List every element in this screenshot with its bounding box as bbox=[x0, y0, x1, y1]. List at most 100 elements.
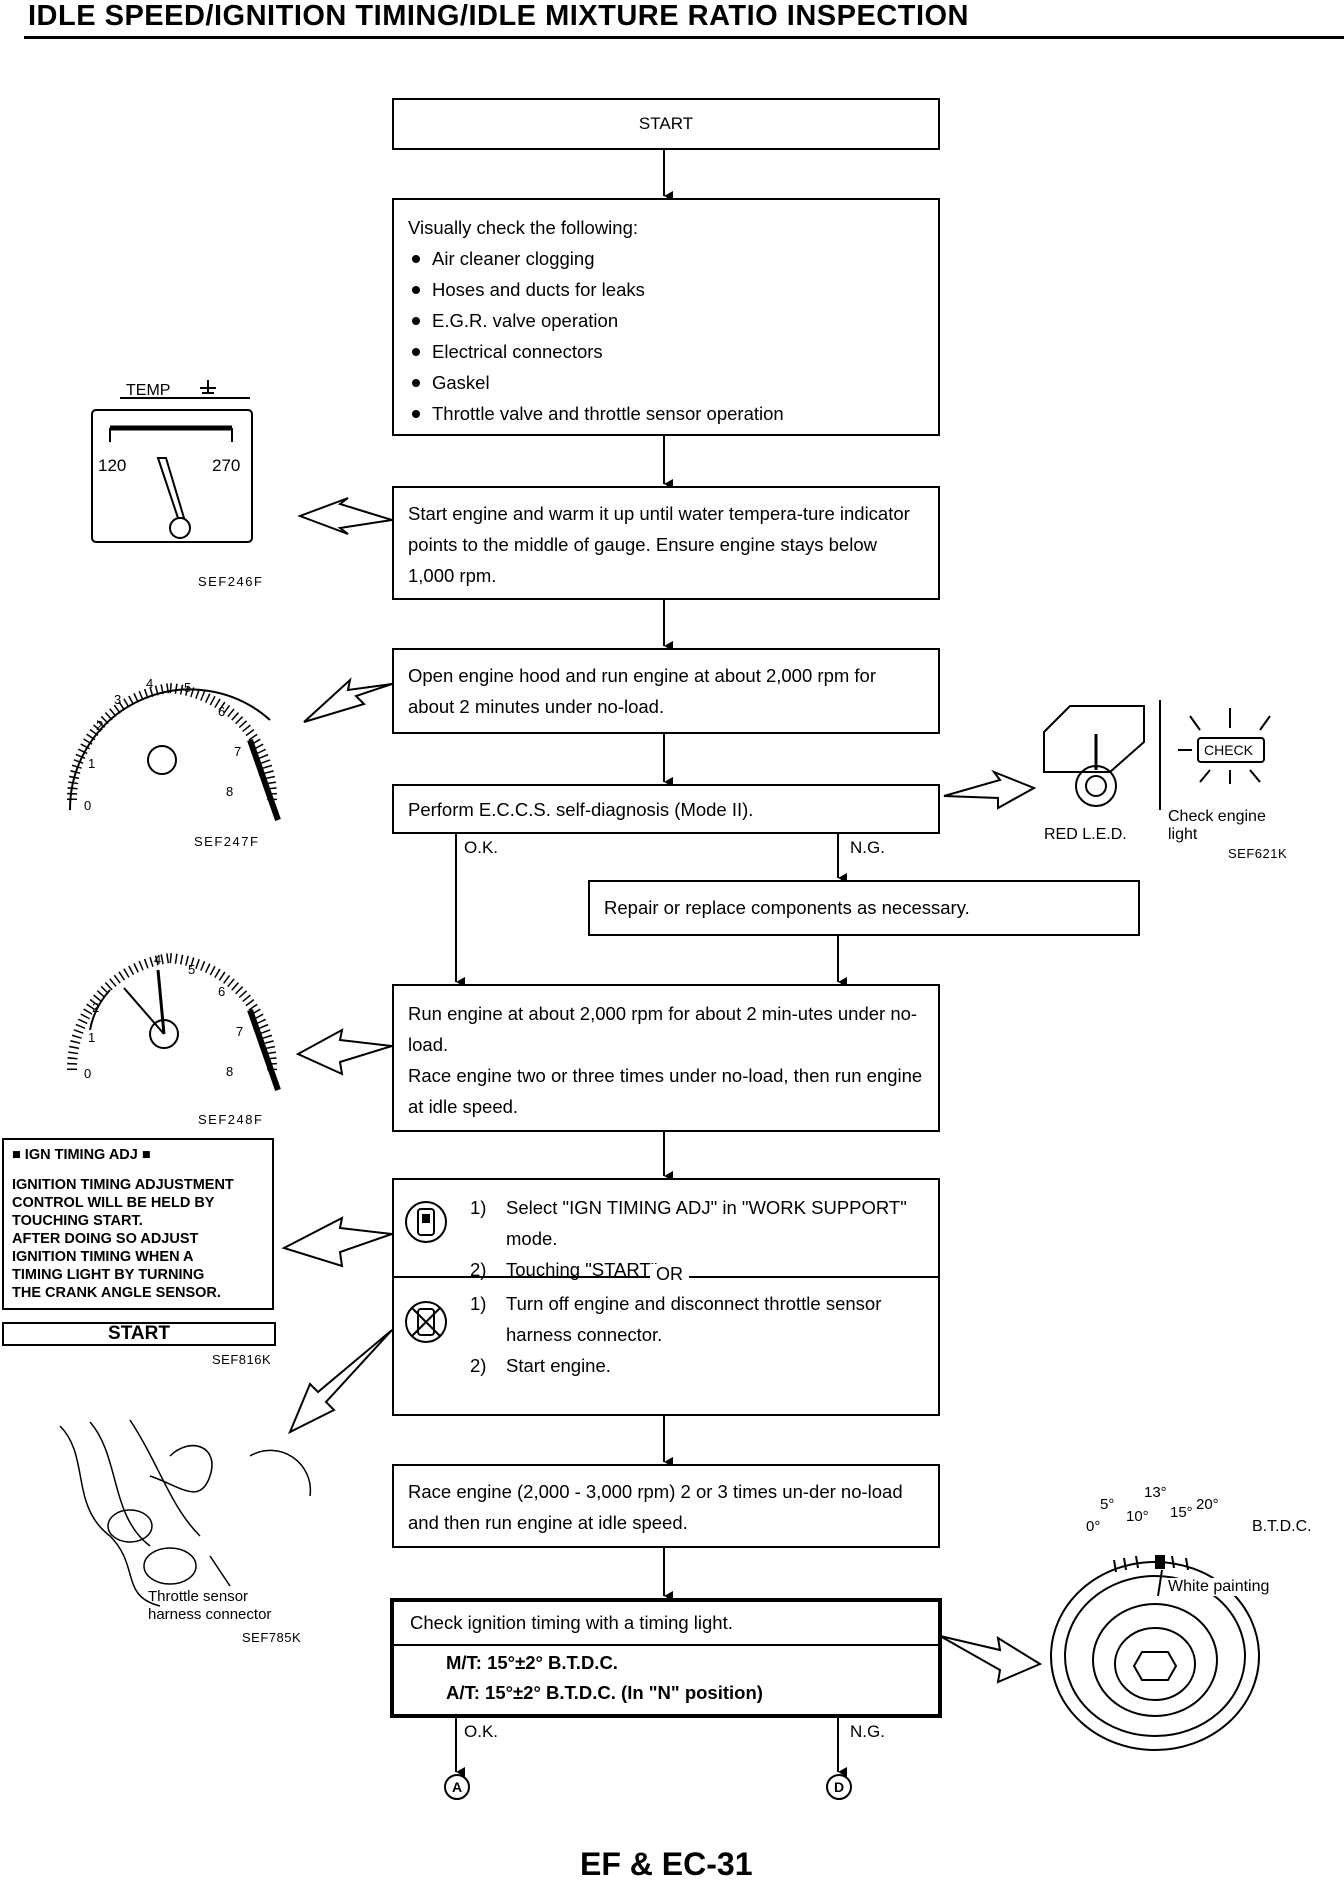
temp-ref: SEF246F bbox=[198, 574, 264, 589]
pointer-throttle bbox=[288, 1329, 393, 1435]
or-label: OR bbox=[650, 1264, 689, 1285]
ign-panel-line: IGNITION TIMING ADJUSTMENT bbox=[12, 1177, 234, 1193]
check-light-label: Check engine light bbox=[1168, 808, 1266, 843]
pulley-deg-13: 13° bbox=[1144, 1484, 1167, 1501]
temp-high: 270 bbox=[212, 456, 241, 475]
tach1-tick-4: 4 bbox=[146, 676, 154, 691]
warm-up-text: Start engine and warm it up until water … bbox=[408, 503, 910, 586]
run-engine-box: Run engine at about 2,000 rpm for about … bbox=[392, 984, 940, 1132]
tach1-tick-8: 8 bbox=[226, 784, 234, 799]
visual-check-list: Air cleaner clogging Hoses and ducts for… bbox=[408, 243, 924, 429]
pulley-deg-10: 10° bbox=[1126, 1508, 1149, 1525]
open-hood-text: Open engine hood and run engine at about… bbox=[408, 665, 876, 717]
tach2-tick-0: 0 bbox=[84, 1066, 92, 1081]
start-label: START bbox=[638, 114, 694, 133]
pulley-deg-15: 15° bbox=[1170, 1504, 1193, 1521]
throttle-ref: SEF785K bbox=[242, 1630, 302, 1645]
consult-step-2: 2)Touching "START". bbox=[470, 1259, 663, 1280]
page-title: IDLE SPEED/IGNITION TIMING/IDLE MIXTURE … bbox=[28, 0, 970, 32]
red-led-label: RED L.E.D. bbox=[1044, 826, 1127, 843]
ign-panel-line: TIMING LIGHT BY TURNING bbox=[12, 1267, 205, 1283]
tach1-tick-0: 0 bbox=[84, 798, 92, 813]
tach2-tick-5: 5 bbox=[188, 962, 196, 977]
race-box: Race engine (2,000 - 3,000 rpm) 2 or 3 t… bbox=[392, 1464, 940, 1548]
tachometer-2-icon bbox=[66, 953, 281, 1091]
list-item: Electrical connectors bbox=[408, 336, 924, 367]
run-engine-text-2: Race engine two or three times under no-… bbox=[408, 1065, 923, 1117]
tach1-tick-5: 5 bbox=[184, 680, 192, 695]
list-item: E.G.R. valve operation bbox=[408, 305, 924, 336]
check-timing-mt: M/T: 15°±2° B.T.D.C. bbox=[446, 1652, 618, 1673]
end-ng-label: N.G. bbox=[850, 1722, 885, 1741]
consult-box: 1)Select "IGN TIMING ADJ" in "WORK SUPPO… bbox=[392, 1178, 940, 1416]
ng-label: N.G. bbox=[850, 838, 885, 857]
tachometer-1-icon bbox=[66, 683, 281, 821]
ign-start-button: START bbox=[2, 1322, 276, 1346]
tach1-tick-6: 6 bbox=[218, 704, 226, 719]
ign-panel-line: THE CRANK ANGLE SENSOR. bbox=[12, 1285, 221, 1301]
alt-step-1: 1)Turn off engine and disconnect throttl… bbox=[470, 1293, 882, 1345]
self-diag-box: Perform E.C.C.S. self-diagnosis (Mode II… bbox=[392, 784, 940, 834]
visual-check-heading: Visually check the following: bbox=[408, 217, 639, 238]
ign-panel-line: AFTER DOING SO ADJUST bbox=[12, 1231, 199, 1247]
race-text: Race engine (2,000 - 3,000 rpm) 2 or 3 t… bbox=[408, 1481, 903, 1533]
tach2-tick-7: 7 bbox=[236, 1024, 244, 1039]
pulley-deg-5: 5° bbox=[1100, 1496, 1115, 1513]
tach1-tick-7: 7 bbox=[234, 744, 242, 759]
ign-panel-line: TOUCHING START. bbox=[12, 1213, 143, 1229]
check-timing-box: Check ignition timing with a timing ligh… bbox=[390, 1598, 942, 1718]
ign-panel-ref: SEF816K bbox=[212, 1352, 272, 1367]
throttle-label-2: harness connector bbox=[148, 1606, 272, 1623]
temp-label: TEMP bbox=[126, 382, 171, 399]
temp-low: 120 bbox=[98, 456, 127, 475]
crank-pulley-illustration bbox=[1050, 1555, 1260, 1751]
tach2-tick-4: 4 bbox=[154, 952, 162, 967]
self-diag-text: Perform E.C.C.S. self-diagnosis (Mode II… bbox=[408, 799, 754, 820]
pointer-tach2 bbox=[295, 1028, 393, 1076]
pulley-deg-0: 0° bbox=[1086, 1518, 1101, 1535]
ign-panel-line: CONTROL WILL BE HELD BY bbox=[12, 1195, 215, 1211]
repair-text: Repair or replace components as necessar… bbox=[604, 897, 970, 918]
ign-timing-panel: ■ IGN TIMING ADJ ■ IGNITION TIMING ADJUS… bbox=[2, 1138, 274, 1310]
check-label: CHECK bbox=[1204, 742, 1254, 758]
consult-tool-icon bbox=[405, 1201, 447, 1243]
pulley-btdc: B.T.D.C. bbox=[1252, 1518, 1312, 1535]
page-footer: EF & EC-31 bbox=[580, 1846, 753, 1882]
led-ref: SEF621K bbox=[1228, 846, 1288, 861]
consult-option-b: 1)Turn off engine and disconnect throttl… bbox=[394, 1278, 938, 1414]
end-a-label: A bbox=[451, 1779, 463, 1795]
tach2-tick-8: 8 bbox=[226, 1064, 234, 1079]
tach1-tick-3: 3 bbox=[114, 692, 122, 707]
tach2-tick-2: 2 bbox=[92, 1000, 100, 1015]
pointer-pulley bbox=[939, 1635, 1043, 1684]
check-timing-heading: Check ignition timing with a timing ligh… bbox=[394, 1602, 938, 1646]
list-item: Throttle valve and throttle sensor opera… bbox=[408, 398, 924, 429]
run-engine-text-1: Run engine at about 2,000 rpm for about … bbox=[408, 1003, 918, 1055]
pulley-deg-20: 20° bbox=[1196, 1496, 1219, 1513]
end-a-circle: A bbox=[444, 1774, 470, 1800]
start-box: START bbox=[392, 98, 940, 150]
list-item: Air cleaner clogging bbox=[408, 243, 924, 274]
tach1-tick-1: 1 bbox=[88, 756, 96, 771]
alt-step-2: 2)Start engine. bbox=[470, 1355, 611, 1376]
throttle-label-1: Throttle sensor bbox=[148, 1588, 249, 1605]
end-ok-label: O.K. bbox=[464, 1722, 499, 1741]
warm-up-box: Start engine and warm it up until water … bbox=[392, 486, 940, 600]
tach2-ref: SEF248F bbox=[198, 1112, 264, 1127]
pointer-led bbox=[943, 769, 1037, 810]
check-timing-at: A/T: 15°±2° B.T.D.C. (In "N" position) bbox=[446, 1682, 763, 1703]
temp-gauge bbox=[91, 380, 253, 543]
alt-steps: 1)Turn off engine and disconnect throttl… bbox=[470, 1288, 930, 1381]
pulley-white-painting: White painting bbox=[1168, 1578, 1270, 1596]
tach2-tick-6: 6 bbox=[218, 984, 226, 999]
ign-panel-header: ■ IGN TIMING ADJ ■ bbox=[12, 1147, 151, 1163]
consult-step-1: 1)Select "IGN TIMING ADJ" in "WORK SUPPO… bbox=[470, 1197, 907, 1249]
tach1-tick-2: 2 bbox=[96, 718, 104, 733]
open-hood-box: Open engine hood and run engine at about… bbox=[392, 648, 940, 734]
ign-panel-line: IGNITION TIMING WHEN A bbox=[12, 1249, 194, 1265]
pointer-ign-panel bbox=[281, 1216, 393, 1268]
tach2-tick-1: 1 bbox=[88, 1030, 96, 1045]
consult-steps: 1)Select "IGN TIMING ADJ" in "WORK SUPPO… bbox=[470, 1192, 930, 1285]
check-engine-icon bbox=[1159, 700, 1271, 810]
